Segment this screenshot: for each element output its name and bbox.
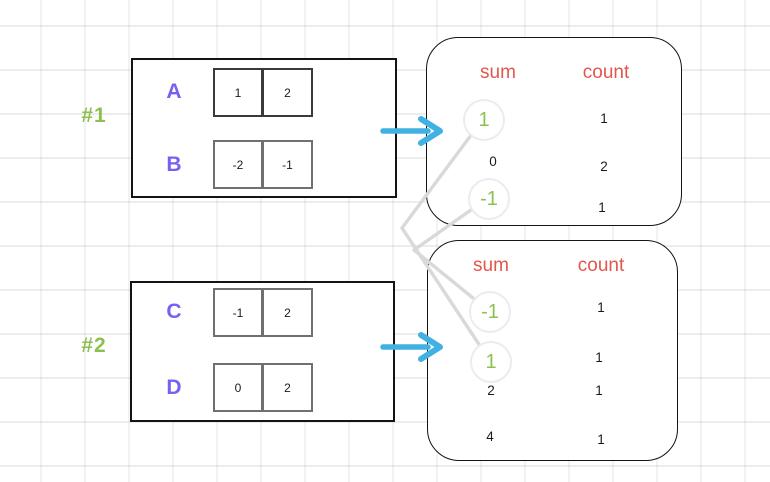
result-1-sum-header: sum xyxy=(480,62,516,83)
result-1-row-0-count: 1 xyxy=(600,111,608,126)
array-a-cells: 1 2 xyxy=(213,68,313,117)
group-2-box: C -1 2 D 0 2 xyxy=(130,281,395,422)
array-a-cell-0: 1 xyxy=(213,68,263,117)
result-1-row-1-sum: 0 xyxy=(489,154,497,169)
result-2-count-header: count xyxy=(577,255,625,276)
result-1-count-header: count xyxy=(582,62,630,83)
result-2-row-0-count: 1 xyxy=(597,300,605,315)
array-d-cell-1: 2 xyxy=(263,363,313,412)
array-c-name: C xyxy=(166,300,182,323)
result-1-row-2-count: 1 xyxy=(598,200,606,215)
result-2-sum-header: sum xyxy=(473,255,509,276)
result-2-row-2-count: 1 xyxy=(595,383,603,398)
array-a-name: A xyxy=(166,80,182,103)
result-1-row-1-count: 2 xyxy=(600,159,608,174)
result-table-2: sum count -1 1 1 1 2 1 4 1 xyxy=(427,240,678,461)
array-c-cell-0: -1 xyxy=(213,288,263,337)
array-b-cell-1: -1 xyxy=(263,140,313,189)
result-2-row-2-sum: 2 xyxy=(487,383,495,398)
array-d-name: D xyxy=(166,376,182,399)
array-c-cell-1: 2 xyxy=(263,288,313,337)
group-1-label: #1 xyxy=(81,104,107,127)
result-2-row-3-count: 1 xyxy=(597,432,605,447)
result-1-row-0-sum-highlighted: 1 xyxy=(463,99,505,141)
group-1-box: A 1 2 B -2 -1 xyxy=(131,58,397,198)
result-1-row-2-sum-highlighted: -1 xyxy=(468,178,510,220)
array-a-cell-1: 2 xyxy=(263,68,313,117)
result-2-row-1-count: 1 xyxy=(595,350,603,365)
array-b-cells: -2 -1 xyxy=(213,140,313,189)
result-table-1: sum count 1 1 0 2 -1 1 xyxy=(426,37,682,226)
result-2-row-0-sum-highlighted: -1 xyxy=(469,291,511,333)
array-b-cell-0: -2 xyxy=(213,140,263,189)
array-c-cells: -1 2 xyxy=(213,288,313,337)
array-d-cells: 0 2 xyxy=(213,363,313,412)
result-2-row-1-sum-highlighted: 1 xyxy=(470,341,512,383)
result-2-row-3-sum: 4 xyxy=(486,429,494,444)
array-d-cell-0: 0 xyxy=(213,363,263,412)
group-2-label: #2 xyxy=(81,334,107,357)
array-b-name: B xyxy=(166,153,182,176)
